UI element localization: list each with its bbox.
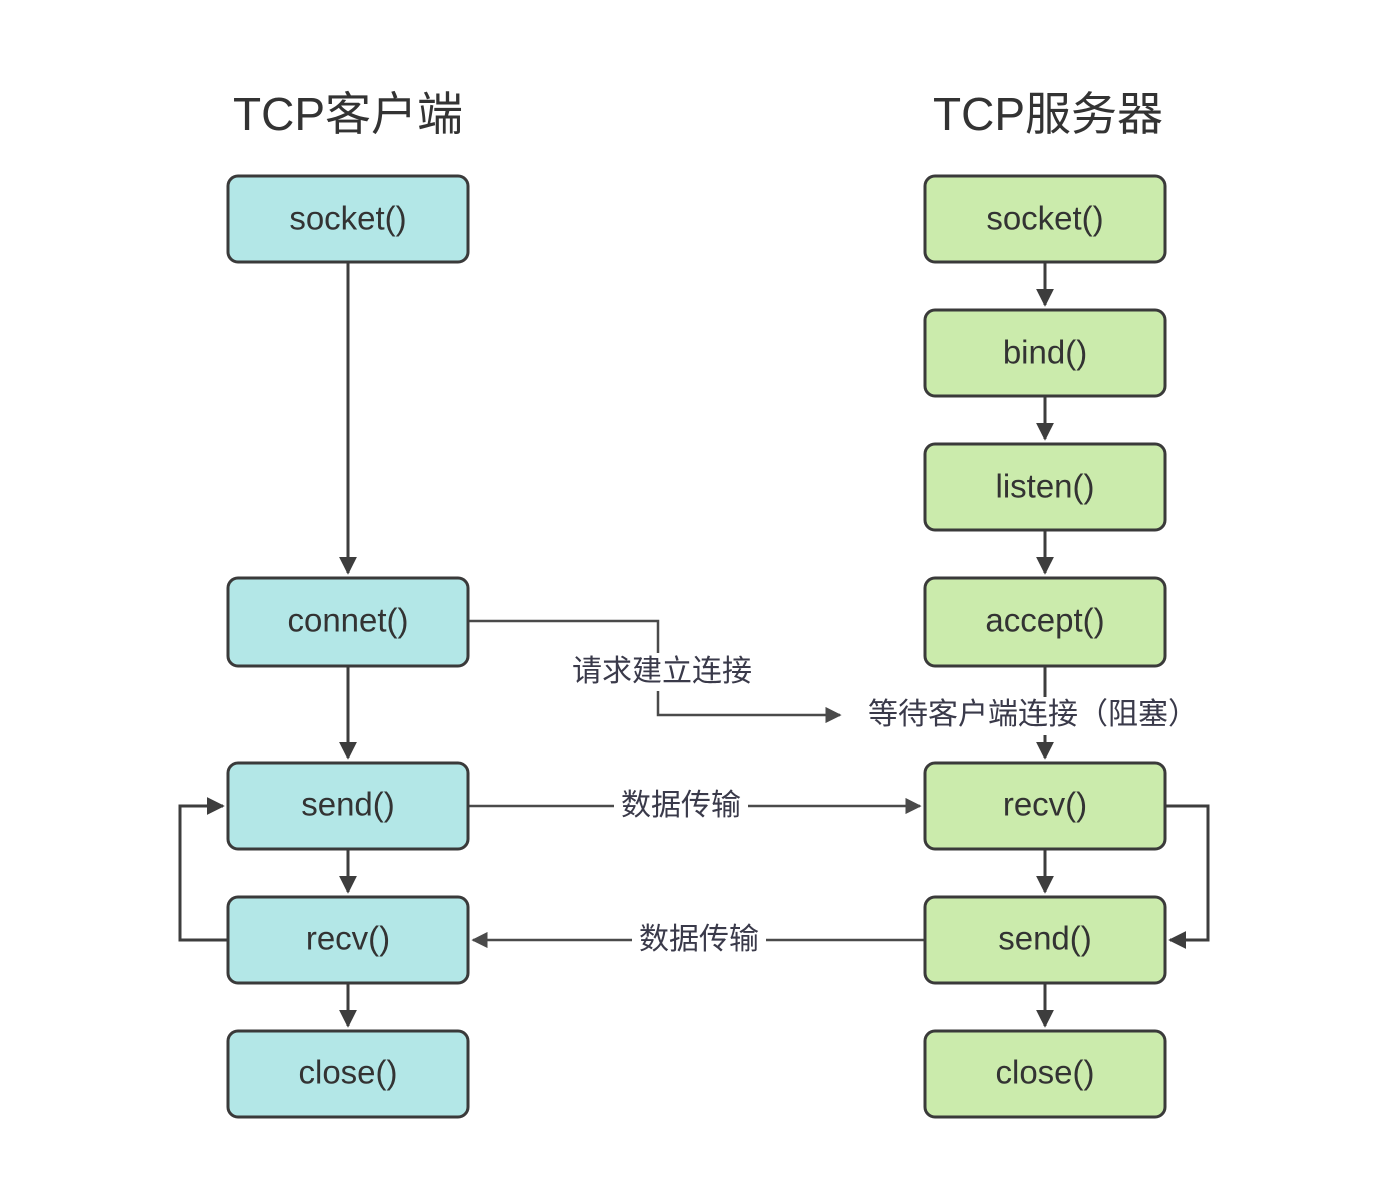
data-transfer-out-label-bg xyxy=(614,788,748,824)
node-server-listen-label: listen() xyxy=(995,468,1094,505)
node-server-bind[interactable]: bind() xyxy=(923,308,1167,398)
node-client-recv-rect[interactable] xyxy=(226,895,470,985)
node-server-close-label: close() xyxy=(995,1054,1094,1091)
node-client-close-label: close() xyxy=(298,1054,397,1091)
node-server-listen-rect[interactable] xyxy=(923,442,1167,532)
edge-client-loop-recv-to-send xyxy=(178,797,228,942)
node-client-recv-label: recv() xyxy=(306,920,390,957)
connect-request-label-bg xyxy=(556,653,768,691)
node-client-socket-label: socket() xyxy=(289,200,406,237)
node-client-socket[interactable]: socket() xyxy=(226,174,470,264)
data-transfer-in-label-bg xyxy=(632,922,766,958)
server-column-title: TCP服务器 xyxy=(933,88,1163,140)
node-server-recv-rect[interactable] xyxy=(923,761,1167,851)
node-client-send[interactable]: send() xyxy=(226,761,470,851)
edge-server-loop-recv-to-send xyxy=(1165,804,1210,949)
node-server-listen[interactable]: listen() xyxy=(923,442,1167,532)
edge-label-data-transfer-out: 数据传输 xyxy=(621,789,741,822)
node-client-connect-rect[interactable] xyxy=(226,576,470,668)
node-server-accept-rect[interactable] xyxy=(923,576,1167,668)
client-column-title: TCP客户端 xyxy=(233,88,463,140)
node-client-close-rect[interactable] xyxy=(226,1029,470,1119)
node-client-socket-rect[interactable] xyxy=(226,174,470,264)
node-client-close[interactable]: close() xyxy=(226,1029,470,1119)
node-client-connect-label: connet() xyxy=(287,602,408,639)
node-server-socket-label: socket() xyxy=(986,200,1103,237)
edge-label-wait-client: 等待客户端连接（阻塞） xyxy=(868,698,1198,731)
node-client-recv[interactable]: recv() xyxy=(226,895,470,985)
node-server-bind-rect[interactable] xyxy=(923,308,1167,398)
node-server-send[interactable]: send() xyxy=(923,895,1167,985)
node-server-send-rect[interactable] xyxy=(923,895,1167,985)
node-client-connect[interactable]: connet() xyxy=(226,576,470,668)
node-server-close-rect[interactable] xyxy=(923,1029,1167,1119)
node-server-accept-label: accept() xyxy=(985,602,1104,639)
wait-client-label-bg xyxy=(866,697,1218,735)
node-server-bind-label: bind() xyxy=(1003,334,1087,371)
node-server-socket-rect[interactable] xyxy=(923,174,1167,264)
node-server-close[interactable]: close() xyxy=(923,1029,1167,1119)
node-server-accept[interactable]: accept() xyxy=(923,576,1167,668)
node-server-socket[interactable]: socket() xyxy=(923,174,1167,264)
node-client-send-label: send() xyxy=(301,786,395,823)
node-server-recv-label: recv() xyxy=(1003,786,1087,823)
edge-label-data-transfer-in: 数据传输 xyxy=(639,923,759,956)
node-client-send-rect[interactable] xyxy=(226,761,470,851)
node-server-send-label: send() xyxy=(998,920,1092,957)
node-server-recv[interactable]: recv() xyxy=(923,761,1167,851)
edge-label-connect-request: 请求建立连接 xyxy=(572,655,752,688)
